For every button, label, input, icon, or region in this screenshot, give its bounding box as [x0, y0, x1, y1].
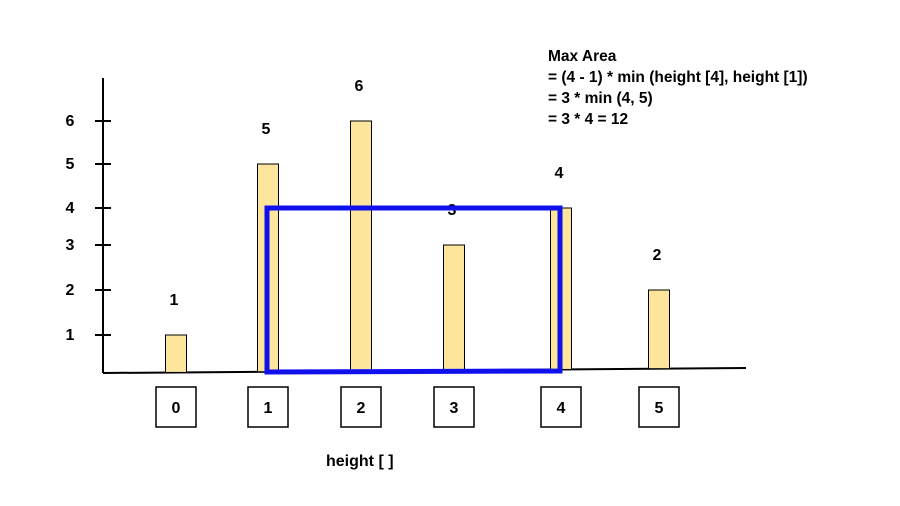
index-box [540, 386, 582, 428]
max-area-annotation: Max Area = (4 - 1) * min (height [4], he… [548, 46, 808, 130]
index-box [247, 386, 289, 428]
highlight-layer [264, 205, 563, 375]
annotation-line-substitution: = 3 * min (4, 5) [548, 90, 653, 107]
y-tick-label: 1 [66, 327, 75, 344]
index-label: 1 [264, 400, 273, 417]
bar-value-label: 1 [170, 292, 179, 309]
annotation-title: Max Area [548, 48, 617, 65]
bar [350, 120, 372, 372]
y-ticks: 1 2 3 4 5 6 [66, 113, 111, 344]
max-area-highlight [264, 205, 563, 375]
index-label: 3 [450, 400, 459, 417]
y-tick-label: 5 [66, 156, 75, 173]
bar-value-label: 6 [355, 78, 364, 95]
bar-value-label: 5 [262, 121, 271, 138]
annotation-line-formula: = (4 - 1) * min (height [4], height [1]) [548, 69, 808, 86]
index-box [638, 386, 680, 428]
index-label: 0 [172, 400, 181, 417]
bar-value-label: 4 [555, 165, 564, 182]
x-axis-label: height [ ] [326, 453, 394, 470]
index-box [433, 386, 475, 428]
index-box [155, 386, 197, 428]
index-box [340, 386, 382, 428]
bar-value-label: 2 [653, 247, 662, 264]
bar [443, 244, 465, 371]
bars [165, 120, 670, 373]
y-tick-label: 4 [66, 200, 75, 217]
index-boxes: 0 1 2 3 4 5 [155, 386, 680, 428]
bar [648, 289, 670, 370]
index-label: 2 [357, 400, 366, 417]
index-label: 4 [557, 400, 566, 417]
y-tick-label: 2 [66, 282, 75, 299]
y-tick-label: 6 [66, 113, 75, 130]
annotation-line-result: = 3 * 4 = 12 [548, 111, 629, 128]
y-tick-label: 3 [66, 237, 75, 254]
bar [165, 334, 187, 373]
index-label: 5 [655, 400, 664, 417]
